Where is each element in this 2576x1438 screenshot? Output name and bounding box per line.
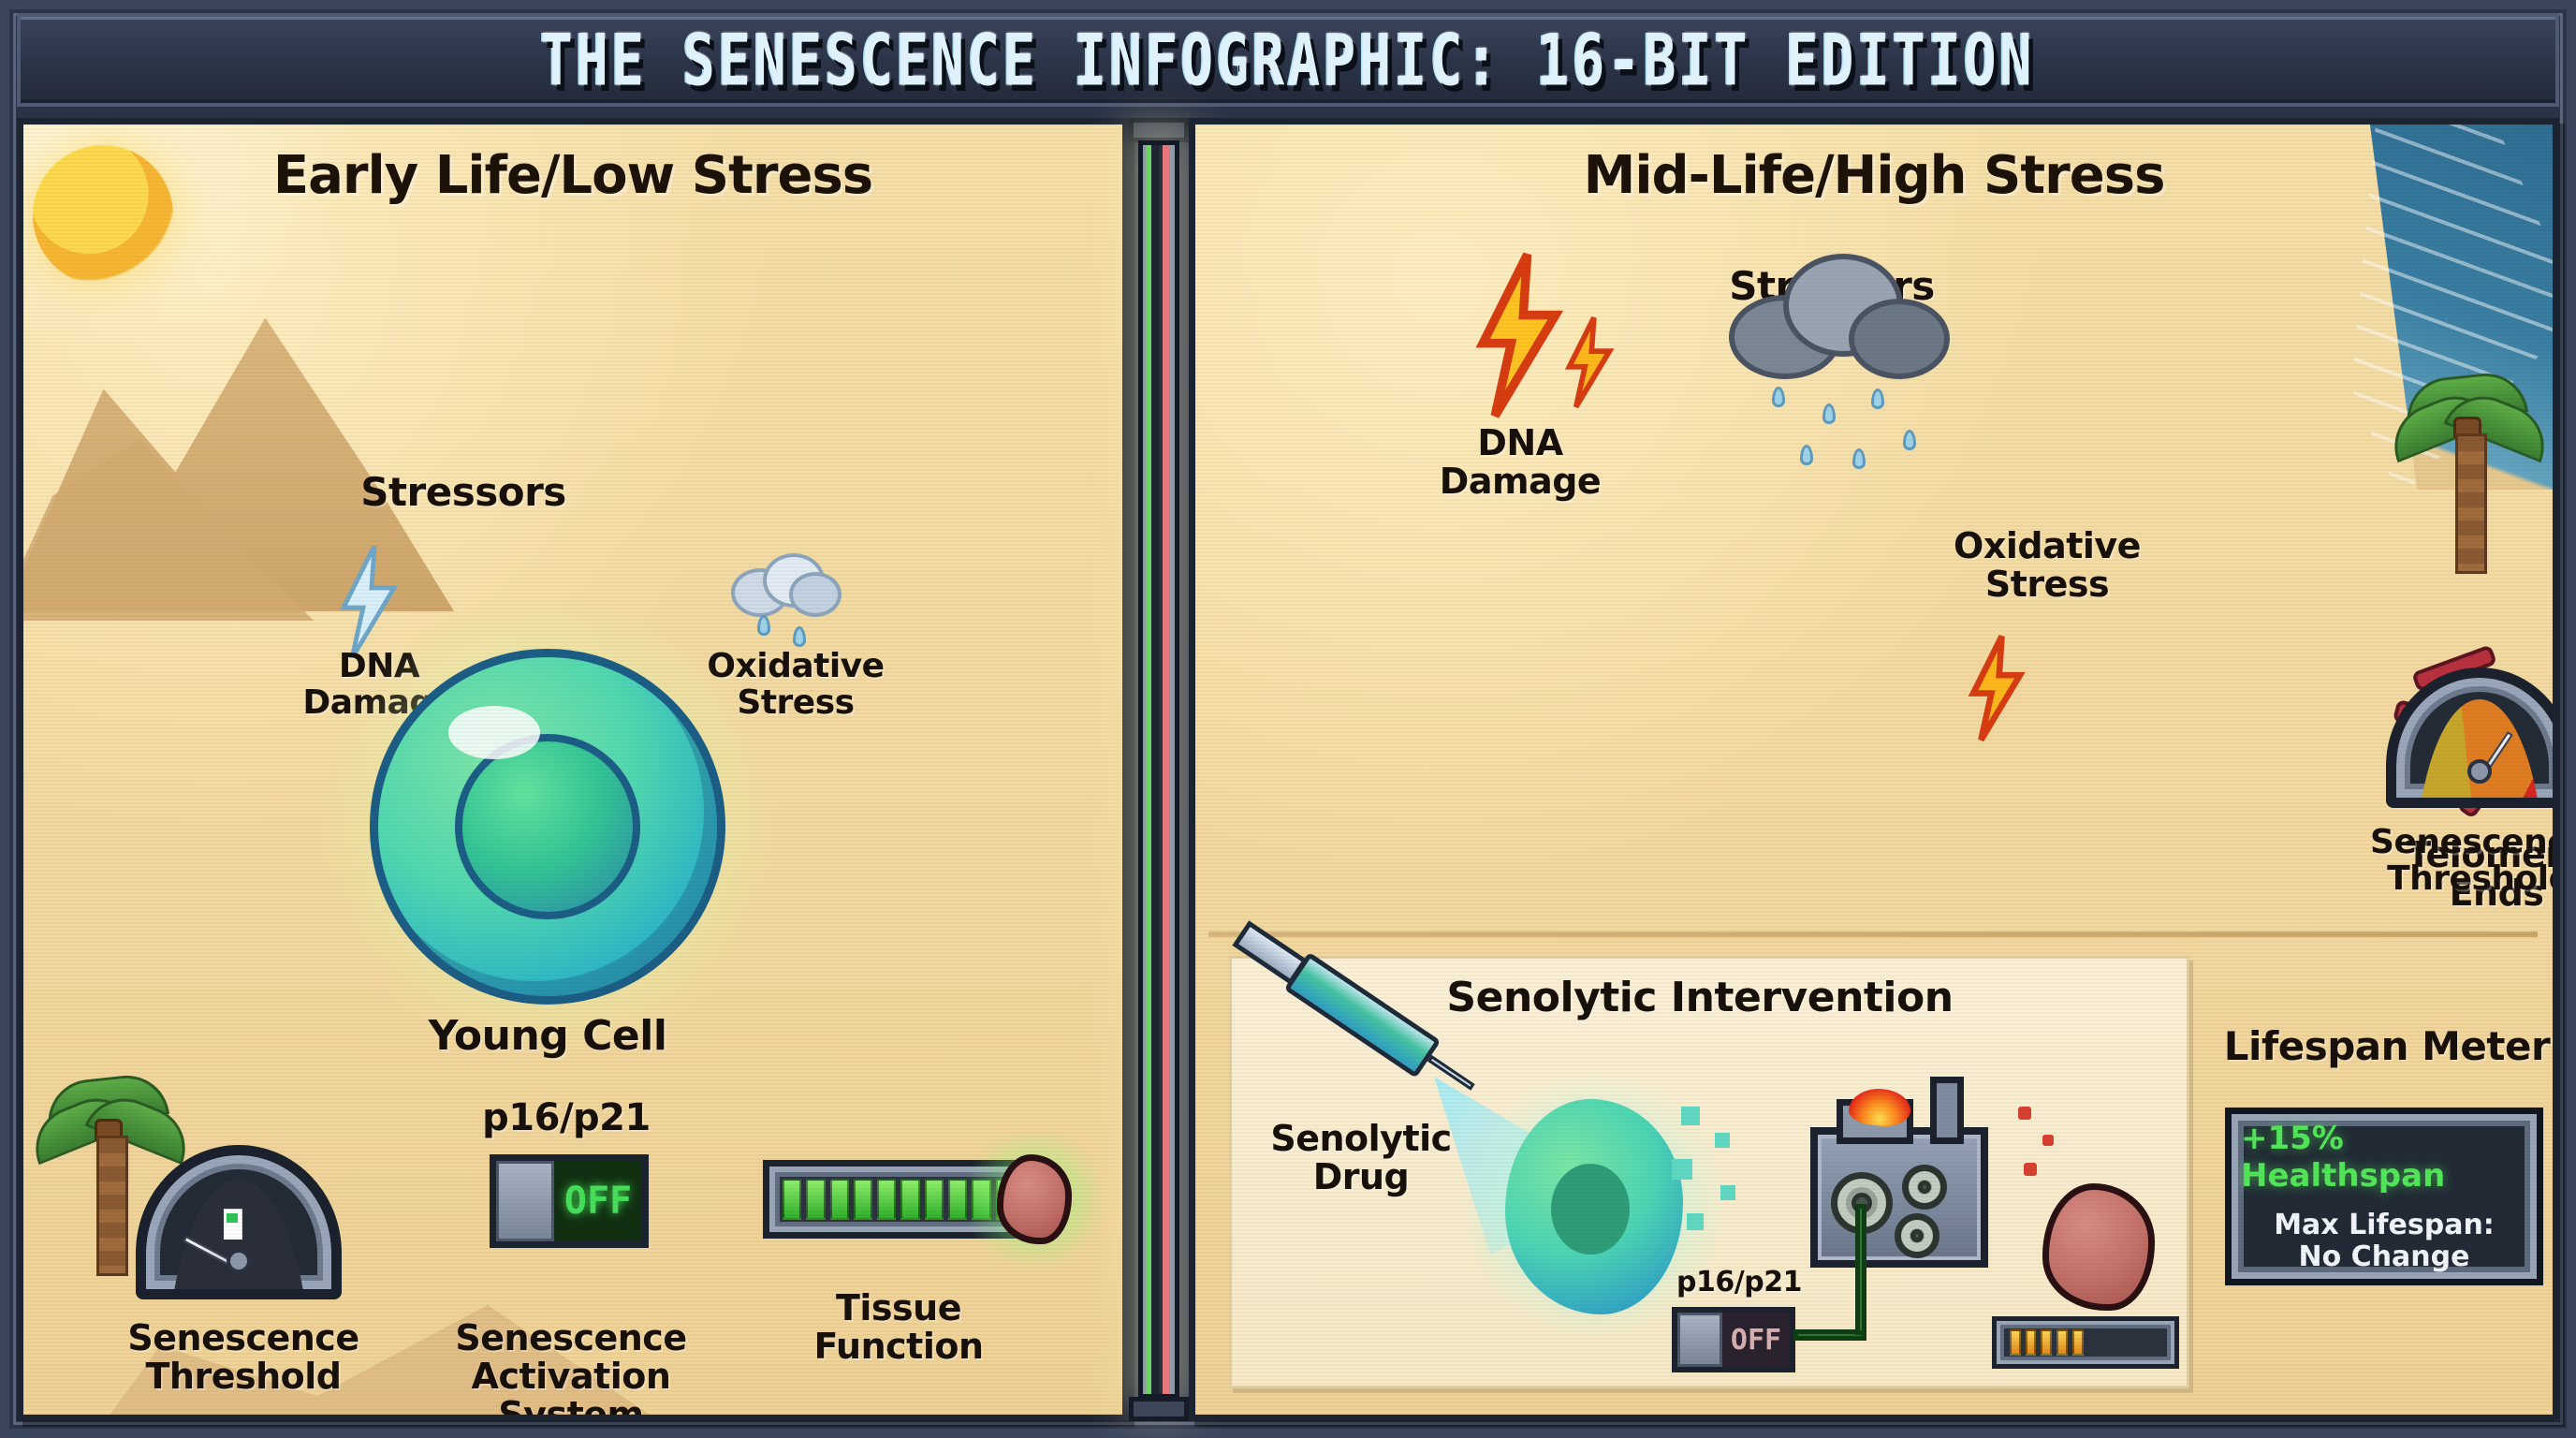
sasp-particle xyxy=(2024,1163,2037,1176)
lightning-bolt-icon xyxy=(332,546,405,658)
senolytic-drug-label: Senolytic Drug xyxy=(1270,1118,1452,1198)
bar-segment xyxy=(2041,1328,2053,1357)
gear-icon xyxy=(1902,1165,1947,1210)
toggle-state-label-senolytic: OFF xyxy=(1722,1313,1790,1367)
tissue-function-label-left: Tissue Function xyxy=(813,1287,984,1368)
panel-divider xyxy=(1129,118,1189,1421)
cell-fragment xyxy=(1687,1213,1704,1230)
bar-segment xyxy=(2119,1329,2130,1357)
cell-fragment xyxy=(1681,1107,1700,1125)
stressors-label: Stressors xyxy=(360,469,566,515)
gear-icon xyxy=(1895,1213,1939,1258)
cell-fragment xyxy=(1672,1159,1692,1180)
senolytic-title: Senolytic Intervention xyxy=(1446,974,1954,1021)
page-title: THE SENESCENCE INFOGRAPHIC: 16-BIT EDITI… xyxy=(540,18,2036,102)
senescence-threshold-label-right: Senescence Threshold xyxy=(2370,823,2559,898)
bar-segment xyxy=(853,1179,873,1220)
raindrop-icon xyxy=(1903,430,1916,450)
raindrop-icon xyxy=(793,626,806,647)
panel-mid-life: Mid-Life/High Stress Stressors DNA Damag… xyxy=(1189,118,2559,1421)
bar-segment xyxy=(2150,1329,2161,1357)
lightning-bolt-icon xyxy=(1560,312,1618,413)
raindrop-icon xyxy=(1822,404,1836,424)
bar-segment xyxy=(783,1179,802,1220)
raindrop-icon xyxy=(1800,445,1813,465)
bar-segment xyxy=(2088,1329,2100,1357)
raindrop-icon xyxy=(1871,389,1884,409)
lifespan-meter: +15% Healthspan Max Lifespan: No Change xyxy=(2225,1108,2543,1285)
bar-segment xyxy=(806,1179,826,1220)
sasp-factory-small xyxy=(1797,1064,2012,1298)
gear-icon xyxy=(1831,1172,1893,1234)
palm-tree-icon xyxy=(2381,359,2553,574)
toggle-state-label: OFF xyxy=(554,1161,642,1241)
organ-icon xyxy=(997,1154,1072,1244)
bar-segment xyxy=(829,1179,849,1220)
sasp-particle xyxy=(2018,1107,2031,1120)
oxidative-stress-label: Oxidative Stress xyxy=(707,647,885,722)
oxidative-stress-label-right: Oxidative Stress xyxy=(1954,525,2141,606)
max-lifespan-value: Max Lifespan: No Change xyxy=(2274,1209,2495,1273)
senescence-threshold-gauge-right xyxy=(2386,668,2553,808)
title-bar: THE SENESCENCE INFOGRAPHIC: 16-BIT EDITI… xyxy=(17,13,2559,107)
cell-fragment xyxy=(1715,1133,1730,1148)
dna-damage-label-right: DNA Damage xyxy=(1439,422,1602,503)
connector-pipe xyxy=(1855,1204,1866,1335)
senescence-activation-toggle[interactable]: OFF xyxy=(490,1154,649,1248)
young-cell-label: Young Cell xyxy=(428,1012,667,1060)
connector-pipe xyxy=(1793,1329,1866,1341)
bar-segment xyxy=(2103,1329,2115,1357)
section-divider xyxy=(1208,932,2538,937)
lightning-bolt-icon xyxy=(1467,246,1572,424)
bar-segment xyxy=(900,1179,920,1220)
sasp-particle xyxy=(2042,1135,2054,1146)
senescence-activation-label: Senescence Activation System xyxy=(455,1317,687,1421)
p16p21-label-senolytic: p16/p21 xyxy=(1676,1266,1802,1299)
bar-segment xyxy=(2056,1328,2068,1357)
organ-icon xyxy=(2042,1183,2155,1311)
panel-title-early: Early Life/Low Stress xyxy=(272,145,873,206)
rain-cloud-icon xyxy=(731,548,843,647)
panel-early-life: Early Life/Low Stress Stressors DNA Dama… xyxy=(17,118,1129,1421)
dying-senescent-cell xyxy=(1464,1058,1724,1356)
bar-segment xyxy=(2071,1328,2084,1357)
tissue-function-bar-senolytic xyxy=(1992,1316,2179,1369)
senolytic-intervention-panel: Senolytic Intervention Senolytic Drug xyxy=(1229,920,2189,1388)
storm-cloud-icon xyxy=(1729,246,1954,469)
bar-segment xyxy=(2010,1328,2021,1357)
p16p21-label-left: p16/p21 xyxy=(482,1096,651,1139)
bar-segment xyxy=(2025,1328,2037,1357)
senescence-threshold-gauge xyxy=(136,1145,342,1299)
senescence-activation-toggle-senolytic[interactable]: OFF xyxy=(1672,1307,1795,1372)
healthspan-value: +15% Healthspan xyxy=(2241,1120,2446,1196)
bar-segment xyxy=(877,1179,897,1220)
sun-icon xyxy=(33,145,173,286)
cell-fragment xyxy=(1720,1185,1735,1200)
bar-segment xyxy=(2135,1329,2146,1357)
young-cell xyxy=(314,593,782,1061)
senescence-threshold-label: Senescence Threshold xyxy=(127,1317,359,1398)
raindrop-icon xyxy=(1852,448,1866,469)
fuel-icon xyxy=(224,1209,242,1240)
panel-title-mid: Mid-Life/High Stress xyxy=(1583,145,2166,206)
lightning-bolt-icon xyxy=(1963,630,2030,746)
bar-segment xyxy=(924,1179,944,1220)
raindrop-icon xyxy=(757,615,770,636)
lifespan-meter-title: Lifespan Meter xyxy=(2223,1023,2551,1069)
raindrop-icon xyxy=(1772,387,1785,407)
palm-tree-icon xyxy=(23,1061,198,1276)
telomere-ends-label: Telomere Ends xyxy=(2407,834,2553,915)
